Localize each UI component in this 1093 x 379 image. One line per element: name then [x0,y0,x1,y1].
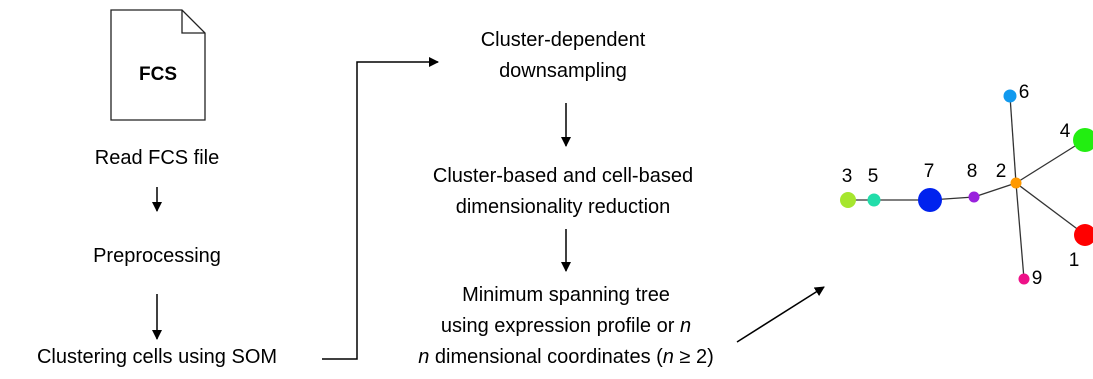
node-1 [1074,224,1093,246]
node-5 [867,193,881,207]
node-label-5: 5 [868,166,879,187]
step-downsampling-line2: downsampling [499,60,627,82]
node-label-7: 7 [924,161,935,182]
node-6 [1003,89,1017,103]
spanning-tree: 3 5 7 8 2 6 4 1 9 [840,82,1093,289]
node-label-1: 1 [1069,250,1080,271]
step-downsampling-line1: Cluster-dependent [481,29,646,51]
edge-2-9 [1015,182,1025,280]
node-8 [968,191,980,203]
node-9 [1018,273,1030,285]
step-reduction-line2: dimensionality reduction [456,196,671,218]
step-mst-line1: Minimum spanning tree [462,284,670,306]
node-label-3: 3 [842,166,853,187]
node-label-6: 6 [1019,82,1030,103]
node-4 [1073,128,1093,152]
edge-8-2 [973,182,1017,198]
edge-2-6 [1009,95,1017,184]
node-2 [1010,177,1022,189]
node-label-4: 4 [1060,121,1071,142]
step-read-fcs: Read FCS file [95,147,220,169]
step-preprocessing: Preprocessing [93,245,221,267]
arrow-mst-to-tree [736,286,825,343]
step-mst-line2: using expression profile or n [441,315,691,337]
node-3 [840,192,856,208]
node-label-8: 8 [967,161,978,182]
step-clustering: Clustering cells using SOM [37,346,277,368]
edge-2-4 [1015,140,1084,184]
fcs-file-label: FCS [139,64,177,85]
arrow-clustering-to-downsampling [322,57,439,360]
step-mst-line3: n dimensional coordinates (n ≥ 2) [418,346,714,368]
node-label-2: 2 [996,161,1007,182]
node-7 [918,188,942,212]
edge-2-1 [1015,182,1085,235]
step-reduction-line1: Cluster-based and cell-based [433,165,693,187]
node-label-9: 9 [1032,268,1043,289]
fcs-file-icon: FCS [110,9,206,121]
